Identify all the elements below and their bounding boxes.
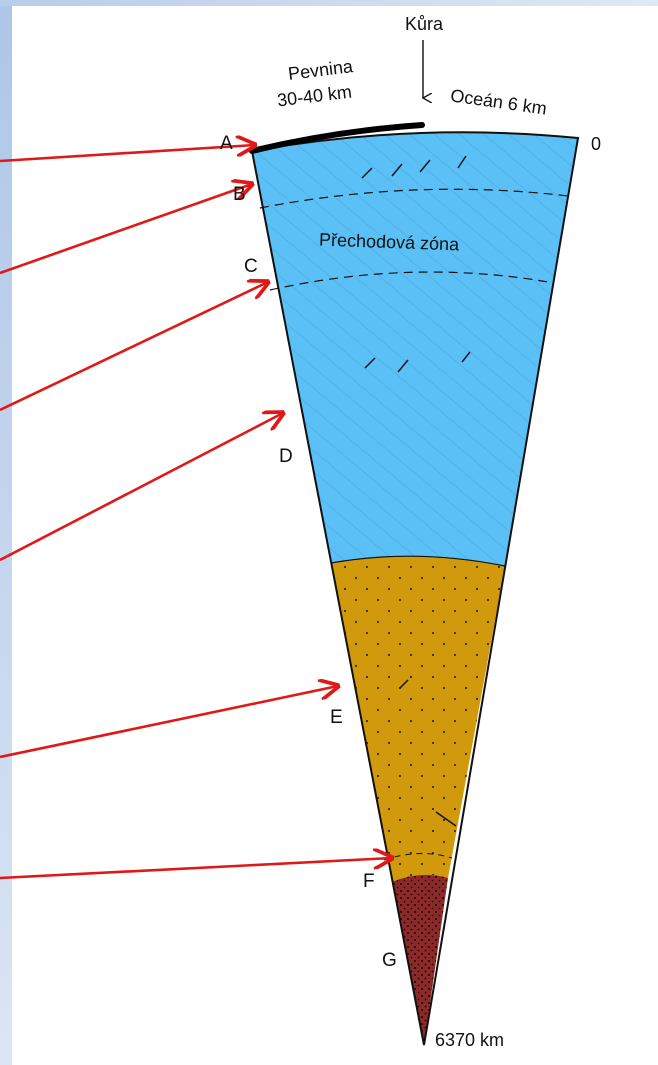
layer-arrows [0,145,392,880]
layer-label-f: F [363,871,375,892]
layer-label-g: G [382,950,397,971]
crust-label: Kůra [405,14,444,34]
boundary-f-dashed [383,852,453,861]
mantle-core-boundary [330,555,506,567]
layer-label-c: C [244,256,258,277]
layer-label-b: B [233,184,246,205]
inner-core-dots [392,874,448,1045]
arrow-c [0,282,268,412]
arrow-g [0,858,392,880]
left-decor-strip [0,0,12,1065]
texture-marks [361,155,471,827]
layer-label-a: A [220,133,233,154]
layer-label-d: D [279,446,293,467]
arrow-d [0,413,283,562]
center-depth-label: 6370 km [435,1030,505,1050]
continental-crust [249,122,425,154]
arrow-b [0,184,252,275]
arrow-a [0,145,255,163]
depth-zero-label: 0 [591,134,602,154]
arrow-e [0,686,338,759]
top-decor-strip [0,0,658,6]
outer-core-dots [331,556,505,882]
layer-label-e: E [330,707,343,728]
mantle-hatch [252,132,578,567]
boundary-c-dashed [269,271,555,291]
boundary-b-dashed [259,188,569,209]
